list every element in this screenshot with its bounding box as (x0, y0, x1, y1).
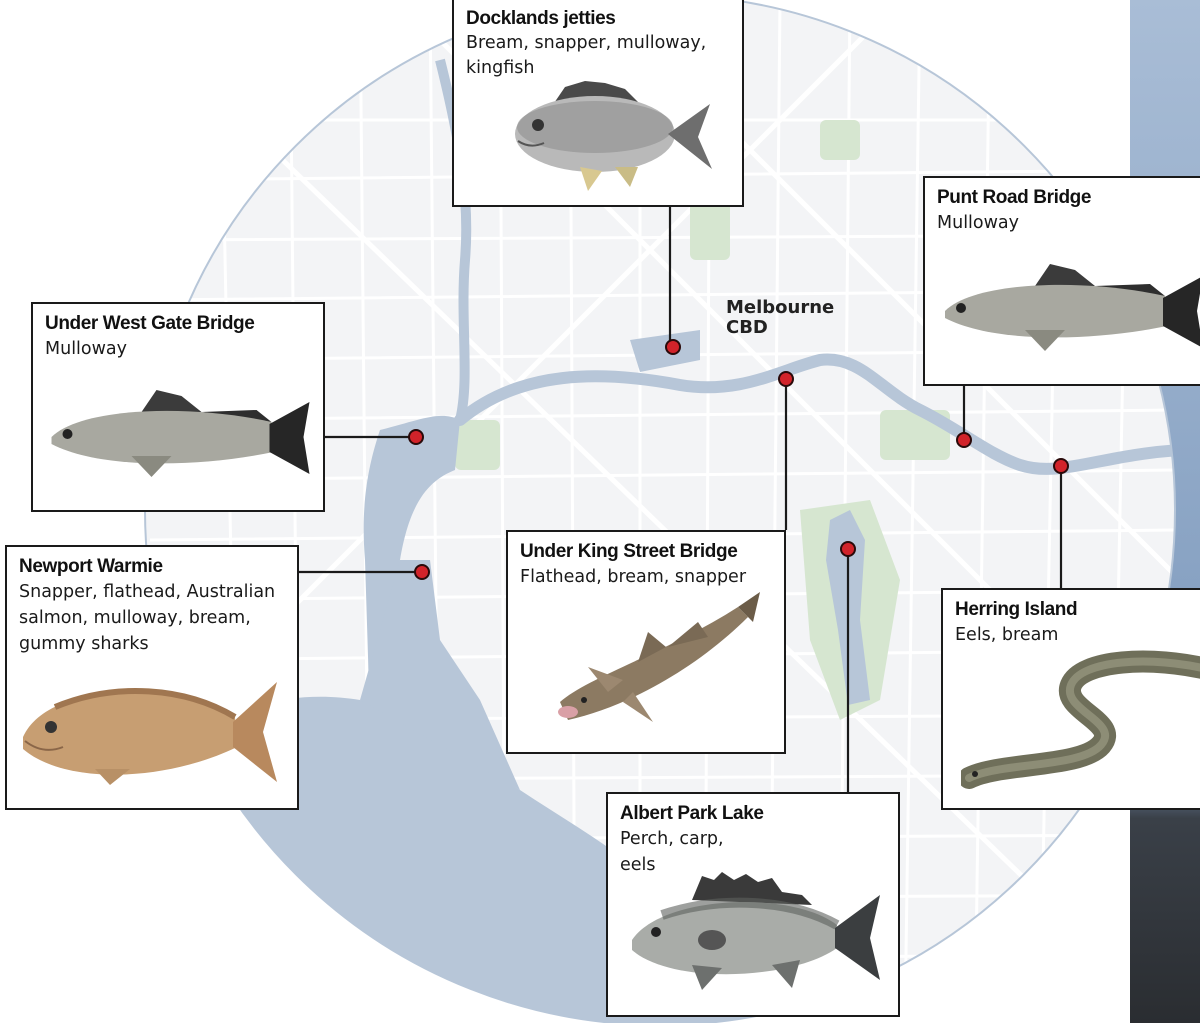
card-species: Snapper, flathead, Australian salmon, mu… (19, 582, 276, 654)
bream-fish-icon (515, 81, 712, 191)
snapper-fish-icon (23, 682, 277, 785)
card-under-king-street-bridge[interactable]: Under King Street Bridge Flathead, bream… (506, 530, 786, 754)
perch-fish-icon (632, 872, 880, 990)
marker-west-gate[interactable] (408, 429, 424, 445)
card-title: Punt Road Bridge (937, 187, 1092, 208)
city-label: Melbourne CBD (726, 298, 834, 338)
marker-king-street[interactable] (778, 371, 794, 387)
card-title: Docklands jetties (466, 8, 616, 29)
card-docklands-jetties[interactable]: Docklands jetties Bream, snapper, mullow… (452, 0, 744, 207)
card-species: Flathead, bream, snapper (520, 567, 747, 587)
mulloway-fish-icon (51, 390, 310, 477)
marker-docklands[interactable] (665, 339, 681, 355)
card-albert-park-lake[interactable]: Albert Park Lake Perch, carp, eels (606, 792, 900, 1017)
card-title: Newport Warmie (19, 556, 163, 577)
marker-punt-road[interactable] (956, 432, 972, 448)
yarra-river (454, 353, 1175, 475)
card-species: Perch, carp, eels (620, 829, 724, 875)
card-species: Bream, snapper, mulloway, kingfish (466, 33, 707, 78)
flathead-fish-icon (558, 592, 760, 722)
mulloway-fish-icon (945, 264, 1200, 351)
marker-herring[interactable] (1053, 458, 1069, 474)
card-punt-road-bridge[interactable]: Punt Road Bridge Mulloway (923, 176, 1200, 386)
card-under-west-gate-bridge[interactable]: Under West Gate Bridge Mulloway (31, 302, 325, 512)
leader-lines (298, 205, 1063, 793)
card-newport-warmie[interactable]: Newport Warmie Snapper, flathead, Austra… (5, 545, 299, 810)
card-species: Eels, bream (955, 625, 1059, 645)
location-markers (408, 339, 1069, 580)
card-title: Herring Island (955, 599, 1078, 620)
card-title: Albert Park Lake (620, 803, 764, 824)
card-species: Mulloway (937, 213, 1020, 233)
eel-icon (961, 650, 1200, 789)
card-species: Mulloway (45, 339, 128, 359)
city-label-line2: CBD (726, 317, 768, 338)
marker-albert-park[interactable] (840, 541, 856, 557)
card-herring-island[interactable]: Herring Island Eels, bream (941, 588, 1200, 810)
city-label-line1: Melbourne (726, 297, 835, 318)
marker-newport[interactable] (414, 564, 430, 580)
card-title: Under West Gate Bridge (45, 313, 255, 334)
card-title: Under King Street Bridge (520, 541, 738, 562)
docklands-basin (630, 330, 700, 372)
